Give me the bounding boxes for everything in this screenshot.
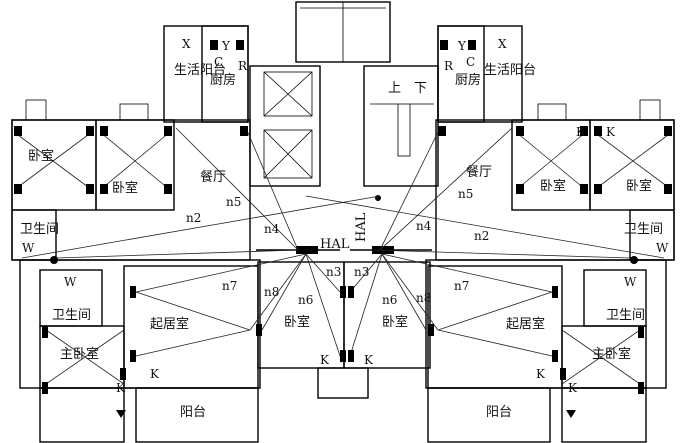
symbol-k-5: K — [536, 367, 546, 381]
label-hal-horizontal: HAL — [320, 237, 350, 252]
net-n4-left: n4 — [264, 222, 280, 236]
symbol-k-2: K — [606, 125, 616, 139]
wires — [13, 127, 673, 385]
symbol-r-right: R — [444, 59, 454, 73]
devices — [14, 40, 672, 418]
label-bathroom-3: 卫生间 — [52, 308, 91, 323]
symbol-k-3: K — [150, 367, 160, 381]
label-bedroom-4: 卧室 — [626, 178, 652, 194]
symbol-x-left: X — [182, 37, 191, 51]
net-n8-right: n8 — [416, 291, 431, 305]
net-n2-left: n2 — [186, 211, 201, 225]
label-kitchen-left: 厨房 — [210, 72, 236, 88]
symbol-w-3: W — [64, 275, 77, 289]
net-n2-right: n2 — [474, 229, 489, 243]
label-bedroom-2: 卧室 — [112, 180, 138, 196]
net-n3-right: n3 — [354, 265, 369, 279]
net-n5-left: n5 — [226, 195, 241, 209]
label-balcony-left: 阳台 — [180, 405, 206, 420]
symbol-k-1: K — [576, 125, 586, 139]
label-living-room-right: 起居室 — [506, 316, 545, 332]
label-bedroom-1: 卧室 — [28, 148, 54, 164]
label-bedroom-3: 卧室 — [540, 178, 566, 194]
label-bathroom-4: 卫生间 — [606, 308, 645, 323]
symbol-k-6: K — [568, 381, 578, 395]
symbol-k-7: K — [320, 353, 330, 367]
label-stair-down: 下 — [414, 81, 427, 96]
label-bedroom-5: 卧室 — [284, 314, 310, 330]
net-n7-left: n7 — [222, 279, 237, 293]
net-labels: n5 n5 n2 n2 n4 n4 n3 n3 n7 n7 n8 n8 n6 n… — [186, 187, 489, 307]
label-kitchen-right: 厨房 — [455, 72, 481, 88]
label-stair-up: 上 — [388, 81, 401, 96]
symbol-y-right: Y — [457, 39, 467, 53]
label-master-bedroom-right: 主卧室 — [592, 346, 631, 362]
symbol-x-right: X — [498, 37, 507, 51]
net-n3-left: n3 — [326, 265, 341, 279]
net-n6-right: n6 — [382, 293, 397, 307]
net-n7-right: n7 — [454, 279, 469, 293]
symbol-r-left: R — [238, 59, 248, 73]
label-dining-right: 餐厅 — [466, 164, 492, 180]
label-hal-vertical: HAL — [354, 212, 369, 242]
net-n5-right: n5 — [458, 187, 473, 201]
net-n6-left: n6 — [298, 293, 313, 307]
label-living-balcony-r1: 生活阳台 — [484, 63, 536, 78]
net-n8-left: n8 — [264, 285, 279, 299]
net-n4-right: n4 — [416, 219, 432, 233]
symbol-w-4: W — [624, 275, 637, 289]
label-balcony-right: 阳台 — [486, 405, 512, 420]
label-bathroom-1: 卫生间 — [20, 222, 59, 237]
symbol-w-1: W — [22, 241, 35, 255]
label-dining-left: 餐厅 — [200, 169, 226, 185]
symbol-k-4: K — [116, 381, 126, 395]
symbol-y-left: Y — [221, 39, 231, 53]
room-labels: 生活阳台 厨房 厨房 生活阳台 餐厅 餐厅 卧室 卧室 卧室 卧室 卫生间 卫生… — [20, 63, 663, 420]
label-living-room-left: 起居室 — [150, 316, 189, 332]
symbol-w-2: W — [656, 241, 669, 255]
label-bathroom-2: 卫生间 — [624, 222, 663, 237]
symbol-c-right: C — [466, 55, 475, 69]
symbol-k-8: K — [364, 353, 374, 367]
symbol-c-left: C — [214, 55, 223, 69]
symbol-labels: X Y C R X Y C R K K W W W W K K K K K K — [22, 37, 669, 395]
label-master-bedroom-left: 主卧室 — [60, 346, 99, 362]
label-bedroom-6: 卧室 — [382, 314, 408, 330]
walls — [11, 1, 675, 443]
label-living-balcony-l1: 生活阳台 — [174, 63, 226, 78]
